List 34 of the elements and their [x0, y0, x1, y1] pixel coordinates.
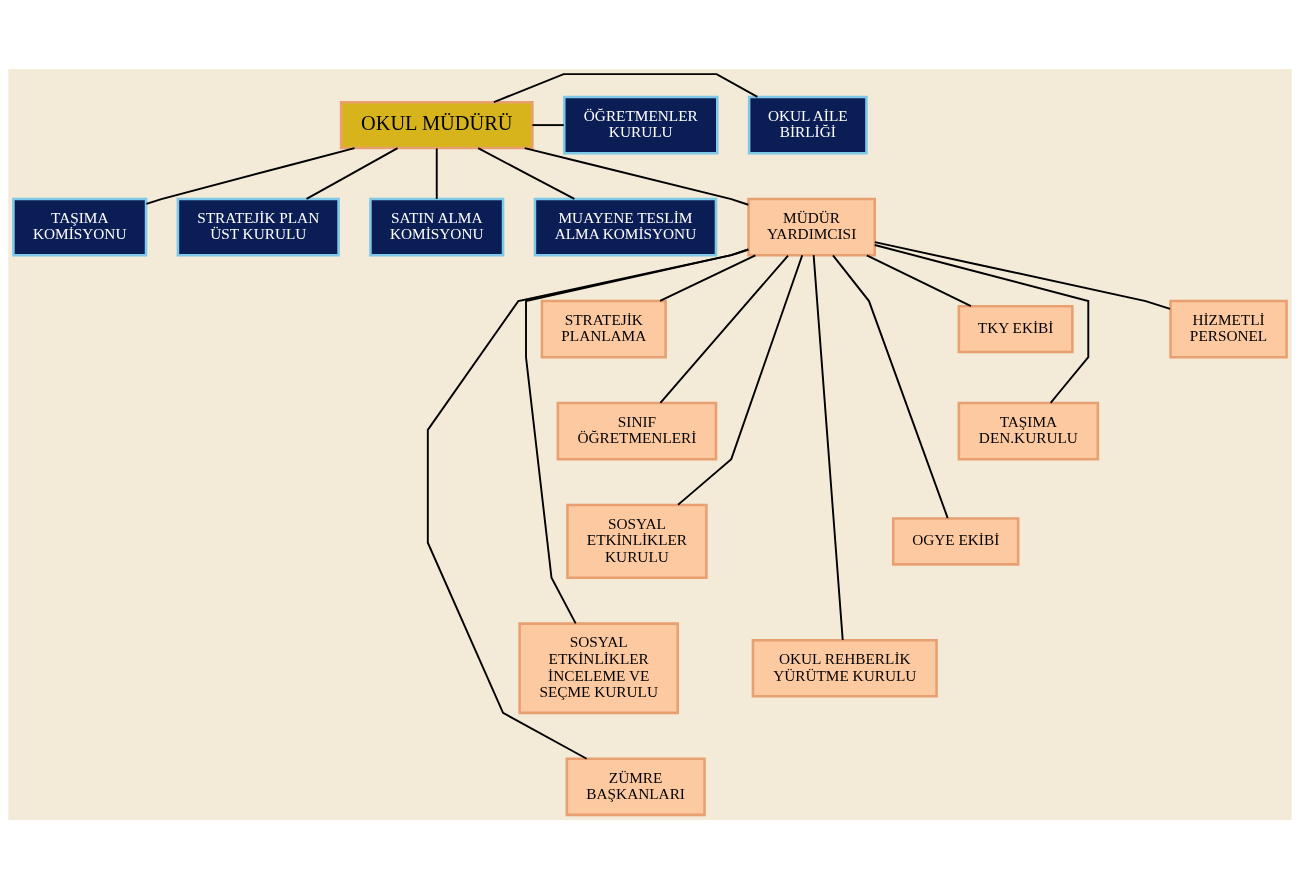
connector — [865, 253, 972, 307]
node-box: SATIN ALMA KOMİSYONU — [369, 197, 505, 256]
connector — [812, 253, 844, 641]
node-box: TAŞIMA DEN.KURULU — [957, 401, 1100, 460]
node-box: SOSYAL ETKİNLİKLER İNCELEME VE SEÇME KURULU — [518, 621, 679, 714]
connector — [435, 147, 438, 200]
connector — [832, 254, 949, 519]
node-box: TKY EKİBİ — [957, 304, 1074, 353]
node-box: MUAYENE TESLİM ALMA KOMİSYONU — [533, 197, 718, 256]
connector — [531, 123, 565, 126]
node-box: ÖĞRETMENLER KURULU — [562, 95, 719, 154]
connector — [659, 254, 789, 404]
node-box: OKUL MÜDÜRÜ — [339, 100, 534, 149]
connector — [492, 72, 759, 103]
node-box: SINIF ÖĞRETMENLERİ — [556, 401, 718, 460]
node-box: MÜDÜR YARDIMCISI — [747, 197, 876, 256]
connector — [677, 253, 804, 506]
connector — [145, 146, 356, 205]
node-box: OKUL AİLE BİRLİĞİ — [747, 95, 868, 154]
node-box: OGYE EKİBİ — [891, 516, 1020, 566]
node-box: HİZMETLİ PERSONEL — [1169, 299, 1288, 358]
connector — [305, 146, 399, 200]
connector — [873, 240, 1172, 310]
connector — [873, 243, 1090, 404]
node-box: ZÜMRE BAŞKANLARI — [565, 757, 706, 816]
node-box: STRATEJİK PLAN ÜST KURULU — [176, 197, 340, 256]
connector — [426, 248, 750, 760]
connector — [477, 146, 576, 200]
node-box: OKUL REHBERLİK YÜRÜTME KURULU — [751, 638, 938, 698]
node-box: TAŞIMA KOMİSYONU — [12, 197, 148, 256]
connector — [659, 253, 757, 302]
node-box: SOSYAL ETKİNLİKLER KURULU — [566, 503, 708, 579]
node-box: STRATEJİK PLANLAMA — [540, 299, 667, 358]
connector — [523, 146, 750, 206]
